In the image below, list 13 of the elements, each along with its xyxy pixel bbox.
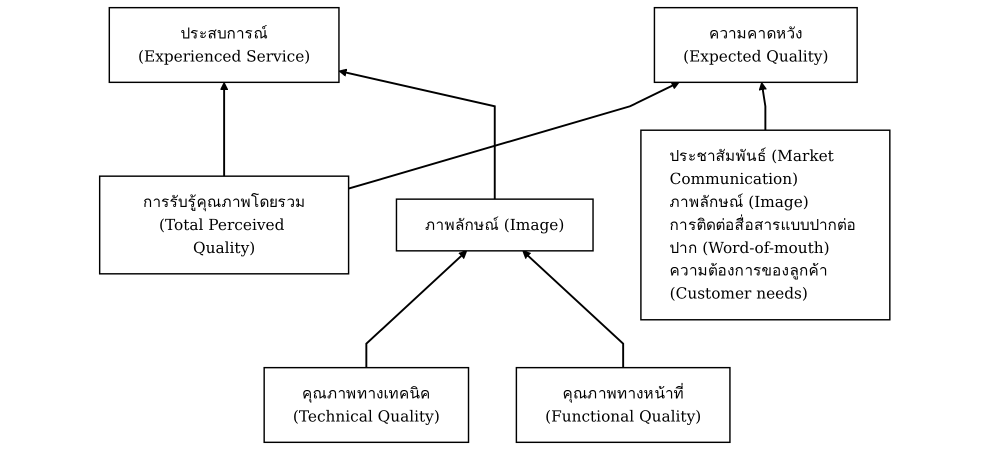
node-box: การรับรู้คุณภาพโดยรวม (Total Perceived Quality): [98, 175, 350, 275]
arrow: [220, 82, 228, 176]
node-box: คุณภาพทางเทคนิค (Technical Quality): [263, 366, 469, 444]
arrow: [365, 250, 467, 368]
node-box: ภาพลักษณ์ (Image): [396, 198, 594, 252]
arrow: [758, 82, 767, 130]
node-box: ประสบการณ์ (Experienced Service): [108, 6, 340, 84]
node-box: คุณภาพทางหน้าที่ (Functional Quality): [515, 366, 730, 444]
node-box: ประชาสัมพันธ์ (Market Communication) ภาพลักษณ์ (Image) การติดต่อสื่อสารแบบปากต่อปาก (Word-of-mouth) ความต้องการของลูกค้า (Customer needs): [640, 130, 890, 320]
arrow: [338, 68, 496, 200]
arrow: [348, 82, 680, 190]
arrow: [522, 250, 624, 368]
node-box: ความคาดหวัง (Expected Quality): [653, 6, 858, 84]
